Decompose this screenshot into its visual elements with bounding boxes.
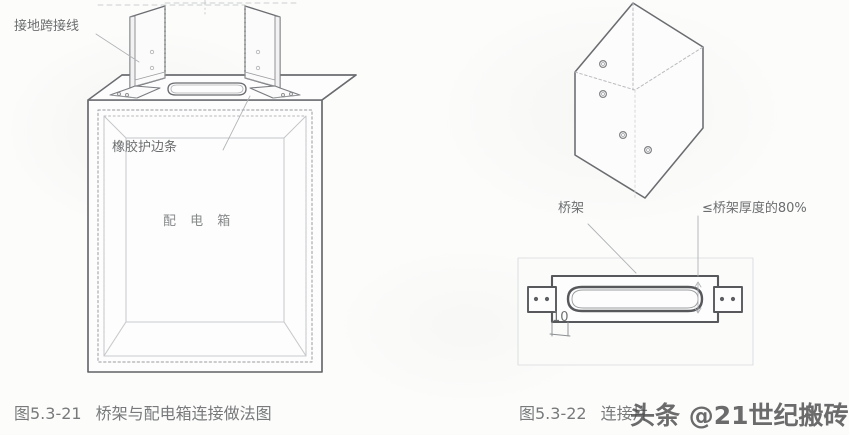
tab-hole-left-2 [544, 296, 550, 302]
leader-line-rubber-strip [222, 95, 251, 151]
caption-left-title: 桥架与配电箱连接做法图 [95, 404, 272, 423]
label-thickness-limit: ≤桥架厚度的80% [702, 201, 807, 216]
leader-line-cable-tray [587, 223, 637, 274]
label-rubber-edge-strip: 橡胶护边条 [112, 140, 178, 155]
figure-left-drawing [87, 0, 357, 373]
rubber-edge-strip-outline [97, 109, 313, 363]
figure-connector-plate: 桥架 ≤桥架厚度的80% 10 [490, 0, 849, 390]
bracket-hole-4 [644, 146, 653, 155]
left-angle-bracket [109, 5, 166, 99]
caption-left-number: 图5.3-21 [14, 404, 82, 423]
tab-hole-right-1 [719, 296, 725, 302]
label-cable-tray: 桥架 [558, 201, 585, 216]
bracket-hole-3 [619, 131, 628, 140]
figure-cable-tray-box-connection: 接地跨接线 橡胶护边条 配 电 箱 [0, 0, 430, 390]
caption-right-number: 图5.3-22 [519, 404, 587, 423]
caption-figure-left: 图5.3-21 桥架与配电箱连接做法图 [14, 400, 272, 424]
bracket-hole-1 [598, 59, 607, 68]
l-shaped-bracket [574, 2, 704, 199]
leader-line-grounding [95, 33, 140, 63]
watermark: 头条 @21世纪搬砖工 [630, 401, 849, 430]
construction-lines [97, 2, 301, 6]
box-top-plate-right-edge [321, 74, 357, 101]
bracket-holes [598, 59, 653, 155]
label-distribution-box: 配 电 箱 [163, 214, 236, 229]
label-grounding-jumper: 接地跨接线 [14, 19, 80, 34]
caption-right-title: 连接片 [600, 404, 649, 423]
caption-figure-right: 图5.3-22 连接片 [519, 400, 649, 424]
tab-hole-right-2 [730, 296, 736, 302]
leader-line-thickness [694, 215, 702, 314]
tab-hole-left-1 [533, 296, 539, 302]
top-plate-slot [167, 82, 247, 96]
oblong-slot [566, 285, 704, 313]
box-floor [103, 321, 307, 357]
figure-right-drawing [517, 2, 754, 366]
right-angle-bracket [244, 5, 301, 99]
left-tab [527, 286, 557, 313]
bracket-hole-2 [598, 89, 607, 98]
right-tab [713, 286, 743, 313]
dimension-slot-width [549, 321, 571, 337]
dimension-label-slot-width: 10 [552, 310, 569, 325]
